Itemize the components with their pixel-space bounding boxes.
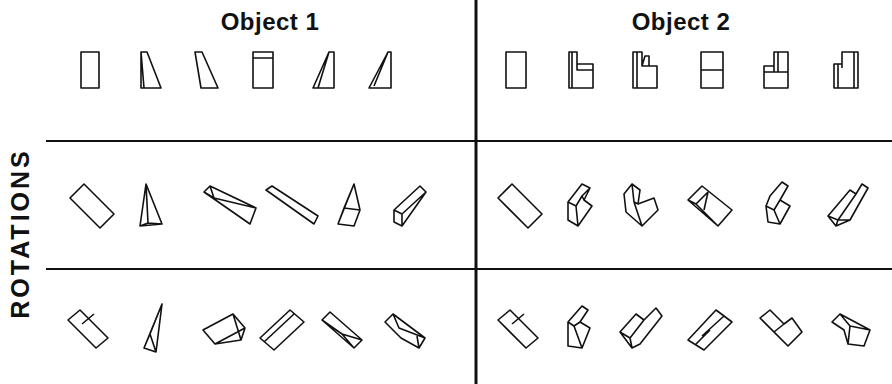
block-figure: [498, 184, 542, 228]
wedge-figure: [394, 186, 426, 226]
row-line: [46, 268, 892, 270]
wedge-figure: [322, 312, 362, 348]
wedge-figure: [81, 52, 99, 88]
block-figure: [828, 184, 868, 226]
block-figure: [633, 52, 657, 88]
block-figure: [688, 310, 732, 350]
wedge-figure: [141, 52, 161, 88]
block-figure: [498, 310, 538, 348]
wedge-figure: [144, 304, 162, 352]
block-figure: [701, 52, 723, 88]
block-figure: [760, 310, 802, 346]
wedge-figure: [195, 52, 218, 88]
wedge-figure: [203, 314, 245, 344]
block-figure: [832, 314, 870, 346]
block-figure: [620, 308, 662, 348]
wedge-figure: [204, 186, 256, 224]
column-heading: Object 2: [632, 10, 731, 34]
block-figure: [568, 184, 592, 226]
wedge-figure: [140, 184, 162, 226]
divider-line: [475, 0, 478, 384]
wedge-figure: [313, 52, 334, 88]
column-heading: Object 1: [221, 10, 320, 34]
block-figure: [766, 182, 790, 224]
row-line: [46, 140, 892, 142]
wedge-figure: [385, 314, 425, 348]
block-figure: [569, 52, 593, 88]
wedge-figure: [70, 184, 114, 228]
block-figure: [834, 52, 858, 88]
block-figure: [568, 306, 590, 348]
wedge-figure: [266, 186, 318, 224]
wedge-figure: [338, 184, 360, 226]
axis-label: ROTATIONS: [8, 148, 33, 319]
wedge-figure: [369, 52, 391, 88]
block-figure: [688, 186, 732, 226]
block-figure: [506, 52, 526, 88]
wedge-figure: [68, 310, 108, 348]
block-figure: [764, 52, 788, 88]
wedge-figure: [253, 52, 273, 88]
wedge-figure: [260, 310, 304, 350]
block-figure: [624, 184, 658, 226]
